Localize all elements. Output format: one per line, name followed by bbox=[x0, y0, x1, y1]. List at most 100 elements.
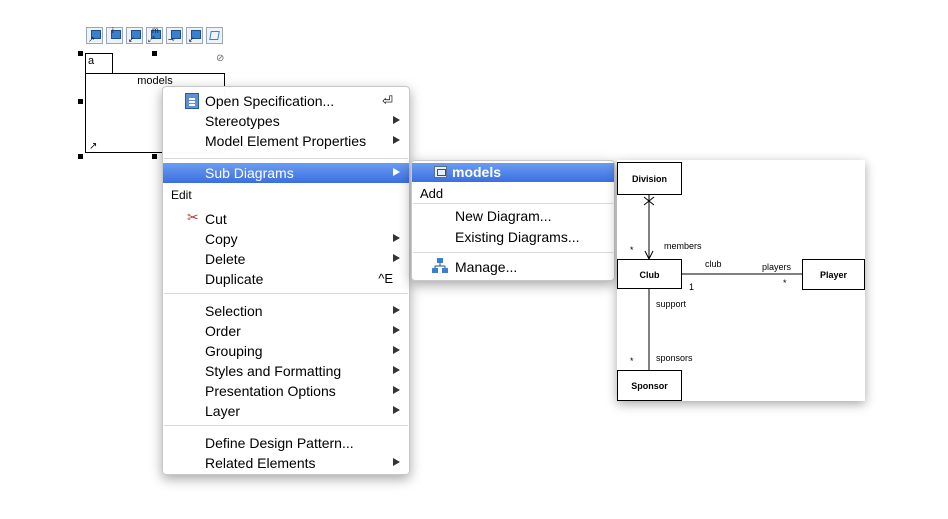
package-icon bbox=[171, 30, 181, 39]
selection-handle[interactable] bbox=[152, 154, 157, 159]
class-player[interactable]: Player bbox=[802, 259, 865, 290]
submenu-arrow-icon bbox=[393, 254, 400, 262]
multiplicity-label: * bbox=[783, 278, 787, 288]
scissors-icon: ✂ bbox=[187, 209, 199, 225]
menu-item-related-elements[interactable]: Related Elements bbox=[163, 453, 409, 473]
toolbar-button-2[interactable]: i bbox=[106, 26, 123, 44]
menu-item-label: Layer bbox=[205, 403, 241, 419]
selection-handle[interactable] bbox=[152, 51, 157, 56]
arrow-icon: ↙ bbox=[188, 35, 195, 44]
resize-indicator-icon: ⊘ bbox=[216, 53, 225, 64]
submenu-arrow-icon bbox=[393, 326, 400, 334]
toolbar-button-4-label: m bbox=[152, 26, 159, 35]
menu-item-cut[interactable]: ✂ Cut bbox=[163, 209, 409, 229]
cube-icon bbox=[209, 31, 220, 40]
menu-item-stereotypes[interactable]: Stereotypes bbox=[163, 111, 409, 131]
class-diagram-icon bbox=[434, 166, 447, 178]
submenu-item-existing-diagrams[interactable]: Existing Diagrams... bbox=[412, 228, 614, 248]
menu-item-model-element-properties[interactable]: Model Element Properties bbox=[163, 131, 409, 151]
submenu-arrow-icon bbox=[393, 458, 400, 466]
arrow-icon: ↙ bbox=[128, 35, 135, 44]
menu-item-label: Grouping bbox=[205, 343, 263, 359]
submenu-arrow-icon bbox=[393, 366, 400, 374]
toolbar-button-6[interactable]: ↙ bbox=[186, 27, 203, 44]
dependency-icon: ⊸ bbox=[168, 35, 175, 44]
submenu-arrow-icon bbox=[393, 346, 400, 354]
menu-item-label: Related Elements bbox=[205, 455, 316, 471]
menu-item-label: Copy bbox=[205, 231, 238, 247]
submenu-arrow-icon bbox=[393, 116, 400, 124]
menu-item-label: Open Specification... bbox=[205, 93, 335, 109]
selection-handle[interactable] bbox=[78, 51, 83, 56]
class-division[interactable]: Division bbox=[617, 162, 682, 195]
menu-item-copy[interactable]: Copy bbox=[163, 229, 409, 249]
menu-item-delete[interactable]: Delete bbox=[163, 249, 409, 269]
menu-item-duplicate[interactable]: Duplicate ^E bbox=[163, 269, 409, 289]
specification-icon bbox=[185, 93, 199, 109]
subdiagram-link-icon[interactable]: ↗ bbox=[89, 141, 98, 152]
role-label-sponsors: sponsors bbox=[656, 353, 693, 363]
menu-item-sub-diagrams[interactable]: Sub Diagrams bbox=[163, 163, 409, 183]
submenu-item-manage[interactable]: Manage... bbox=[412, 258, 614, 278]
menu-item-label: Presentation Options bbox=[205, 383, 336, 399]
multiplicity-label: * bbox=[630, 356, 634, 366]
menu-item-presentation-options[interactable]: Presentation Options bbox=[163, 381, 409, 401]
submenu-arrow-icon bbox=[393, 406, 400, 414]
selection-handle[interactable] bbox=[78, 99, 83, 104]
selection-handle[interactable] bbox=[78, 154, 83, 159]
hierarchy-icon bbox=[432, 258, 448, 273]
toolbar-button-4[interactable]: m⤢ bbox=[146, 26, 163, 44]
menu-item-layer[interactable]: Layer bbox=[163, 401, 409, 421]
menu-item-label: Cut bbox=[205, 211, 227, 227]
submenu-arrow-icon bbox=[393, 386, 400, 394]
menu-item-selection[interactable]: Selection bbox=[163, 301, 409, 321]
submenu-item-label: New Diagram... bbox=[455, 208, 552, 224]
package-icon bbox=[131, 30, 141, 39]
menu-item-label: Stereotypes bbox=[205, 113, 280, 129]
submenu-item-new-diagram[interactable]: New Diagram... bbox=[412, 207, 614, 227]
role-label-members: members bbox=[664, 241, 702, 251]
role-label-players: players bbox=[762, 262, 792, 272]
menu-separator bbox=[164, 293, 408, 294]
menu-item-label: Sub Diagrams bbox=[205, 165, 294, 181]
class-club[interactable]: Club bbox=[617, 259, 682, 289]
package-tab[interactable]: a bbox=[85, 53, 113, 73]
package-icon bbox=[151, 30, 161, 39]
toolbar-button-2-label: i bbox=[112, 26, 114, 35]
menu-item-label: Order bbox=[205, 323, 241, 339]
package-icon bbox=[111, 30, 121, 39]
menu-item-label: Duplicate bbox=[205, 271, 264, 287]
package-tab-label: a bbox=[88, 55, 95, 67]
sub-diagrams-submenu: models Add New Diagram... Existing Diagr… bbox=[411, 160, 615, 281]
submenu-arrow-icon bbox=[393, 306, 400, 314]
package-title: models bbox=[137, 75, 173, 87]
menu-item-label: Model Element Properties bbox=[205, 133, 367, 149]
submenu-item-label: Manage... bbox=[455, 259, 518, 275]
menu-item-label: Selection bbox=[205, 303, 263, 319]
return-key-icon: ⏎ bbox=[382, 93, 393, 108]
multiplicity-label: * bbox=[630, 245, 634, 255]
section-label-edit: Edit bbox=[171, 188, 192, 202]
class-sponsor[interactable]: Sponsor bbox=[617, 370, 682, 401]
arrow-icon: ↗ bbox=[88, 35, 95, 44]
link-icon: ⤢ bbox=[148, 35, 155, 44]
association-lines bbox=[643, 195, 802, 370]
toolbar-button-3[interactable]: ↙ bbox=[126, 27, 143, 44]
menu-item-shortcut: ^E bbox=[378, 271, 393, 286]
multiplicity-label: 1 bbox=[689, 282, 695, 292]
toolbar-button-1[interactable]: ↗ bbox=[86, 27, 103, 44]
submenu-item-label: models bbox=[452, 164, 502, 180]
toolbar-button-7[interactable] bbox=[206, 27, 223, 44]
role-label-club: club bbox=[705, 259, 722, 269]
menu-item-define-design-pattern[interactable]: Define Design Pattern... bbox=[163, 433, 409, 453]
submenu-arrow-icon bbox=[393, 136, 400, 144]
menu-separator bbox=[413, 252, 613, 253]
package-icon bbox=[91, 30, 101, 39]
menu-item-grouping[interactable]: Grouping bbox=[163, 341, 409, 361]
menu-item-styles-and-formatting[interactable]: Styles and Formatting bbox=[163, 361, 409, 381]
toolbar-button-5[interactable]: ⊸ bbox=[166, 27, 183, 44]
menu-item-order[interactable]: Order bbox=[163, 321, 409, 341]
subdiagram-preview: Division Club Player Sponsor * members c… bbox=[617, 160, 865, 401]
submenu-item-models[interactable]: models bbox=[412, 163, 614, 182]
menu-item-open-specification[interactable]: Open Specification... ⏎ bbox=[163, 91, 409, 111]
